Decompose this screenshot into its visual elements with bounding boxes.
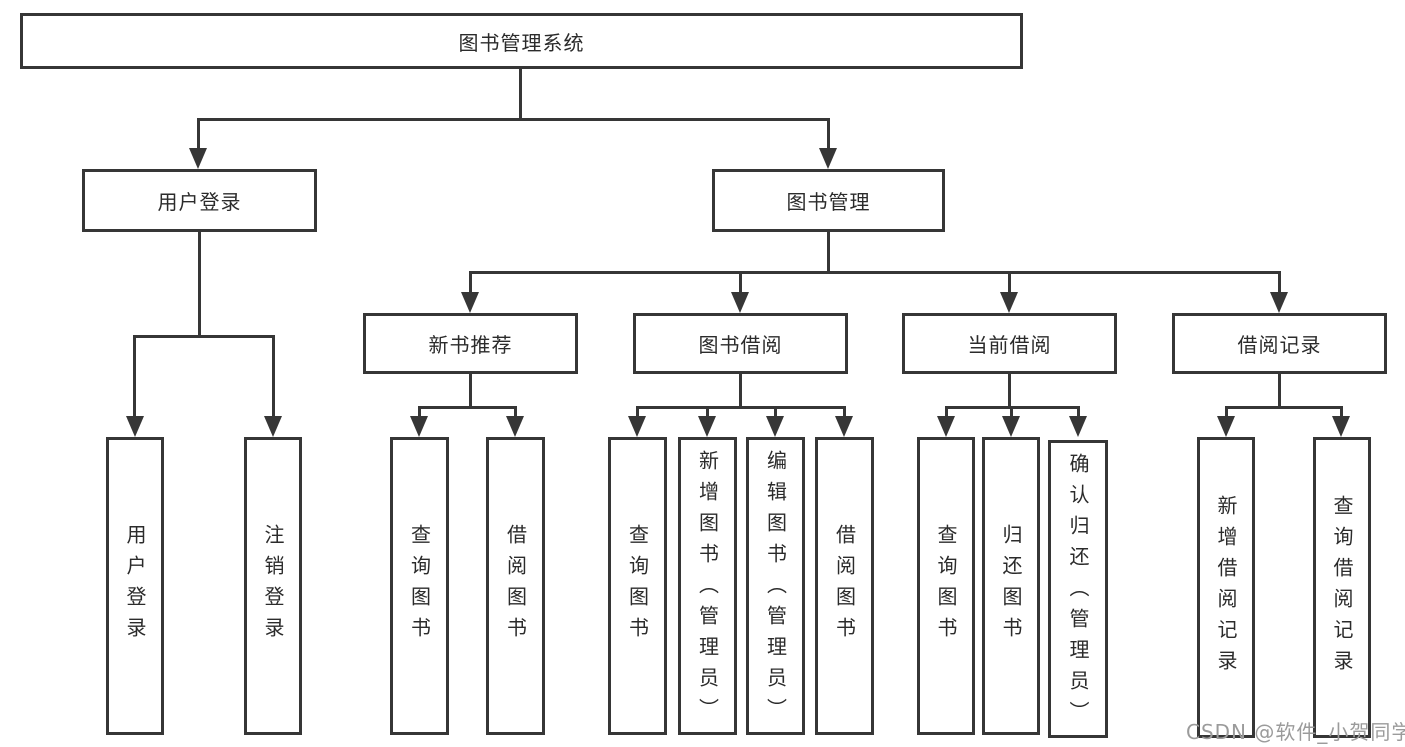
connector-line: [1010, 406, 1013, 418]
arrowhead-down-icon: [628, 416, 646, 437]
arrowhead-down-icon: [937, 416, 955, 437]
leaf-confirm-return-admin: 确认归还（管理员）: [1048, 440, 1108, 738]
connector-line: [843, 406, 846, 418]
arrowhead-down-icon: [506, 416, 524, 437]
connector-line: [1278, 271, 1281, 295]
node-book-borrowing: 图书借阅: [633, 313, 848, 374]
arrowhead-down-icon: [819, 148, 837, 169]
node-user-login: 用户登录: [82, 169, 317, 232]
arrowhead-down-icon: [1069, 416, 1087, 437]
arrowhead-down-icon: [1270, 292, 1288, 313]
arrowhead-down-icon: [461, 292, 479, 313]
connector-line: [827, 118, 830, 150]
connector-line: [514, 406, 517, 418]
connector-line: [1008, 374, 1011, 408]
connector-line: [945, 406, 948, 418]
connector-line: [418, 406, 421, 418]
connector-line: [519, 69, 522, 119]
connector-line: [272, 335, 275, 418]
arrowhead-down-icon: [410, 416, 428, 437]
leaf-return-books: 归还图书: [982, 437, 1040, 735]
connector-line: [469, 271, 1281, 274]
connector-line: [418, 406, 516, 409]
node-new-book-recommend: 新书推荐: [363, 313, 578, 374]
leaf-query-borrow-record: 查询借阅记录: [1313, 437, 1371, 738]
leaf-query-books-borrowing: 查询图书: [608, 437, 667, 735]
connector-line: [706, 406, 709, 418]
connector-line: [1278, 374, 1281, 408]
arrowhead-down-icon: [126, 416, 144, 437]
arrowhead-down-icon: [189, 148, 207, 169]
arrowhead-down-icon: [731, 292, 749, 313]
connector-line: [739, 271, 742, 295]
connector-line: [1225, 406, 1228, 418]
connector-line: [469, 271, 472, 295]
connector-line: [469, 374, 472, 408]
connector-line: [1008, 271, 1011, 295]
leaf-edit-books-admin: 编辑图书（管理员）: [746, 437, 805, 735]
leaf-add-borrow-record: 新增借阅记录: [1197, 437, 1255, 738]
connector-line: [827, 232, 830, 273]
connector-line: [636, 406, 844, 409]
leaf-add-books-admin: 新增图书（管理员）: [678, 437, 737, 735]
csdn-watermark: CSDN @软件_小贺同学: [1186, 720, 1405, 744]
leaf-borrow-books-recommend: 借阅图书: [486, 437, 545, 735]
connector-line: [134, 335, 275, 338]
connector-line: [1340, 406, 1343, 418]
connector-line: [739, 374, 742, 408]
connector-line: [1225, 406, 1342, 409]
connector-line: [197, 118, 830, 121]
leaf-query-books-current: 查询图书: [917, 437, 975, 735]
arrowhead-down-icon: [1002, 416, 1020, 437]
connector-line: [1077, 406, 1080, 418]
connector-line: [774, 406, 777, 418]
leaf-user-login: 用户登录: [106, 437, 164, 735]
connector-line: [133, 335, 136, 418]
arrowhead-down-icon: [264, 416, 282, 437]
node-borrow-records: 借阅记录: [1172, 313, 1387, 374]
arrowhead-down-icon: [1000, 292, 1018, 313]
node-current-borrowing: 当前借阅: [902, 313, 1117, 374]
node-library-system: 图书管理系统: [20, 13, 1023, 69]
connector-line: [636, 406, 639, 418]
node-book-management: 图书管理: [712, 169, 945, 232]
connector-line: [198, 232, 201, 337]
connector-line: [197, 118, 200, 150]
leaf-logout: 注销登录: [244, 437, 302, 735]
leaf-borrow-books: 借阅图书: [815, 437, 874, 735]
leaf-query-books-recommend: 查询图书: [390, 437, 449, 735]
arrowhead-down-icon: [698, 416, 716, 437]
arrowhead-down-icon: [835, 416, 853, 437]
arrowhead-down-icon: [1217, 416, 1235, 437]
arrowhead-down-icon: [1332, 416, 1350, 437]
arrowhead-down-icon: [766, 416, 784, 437]
